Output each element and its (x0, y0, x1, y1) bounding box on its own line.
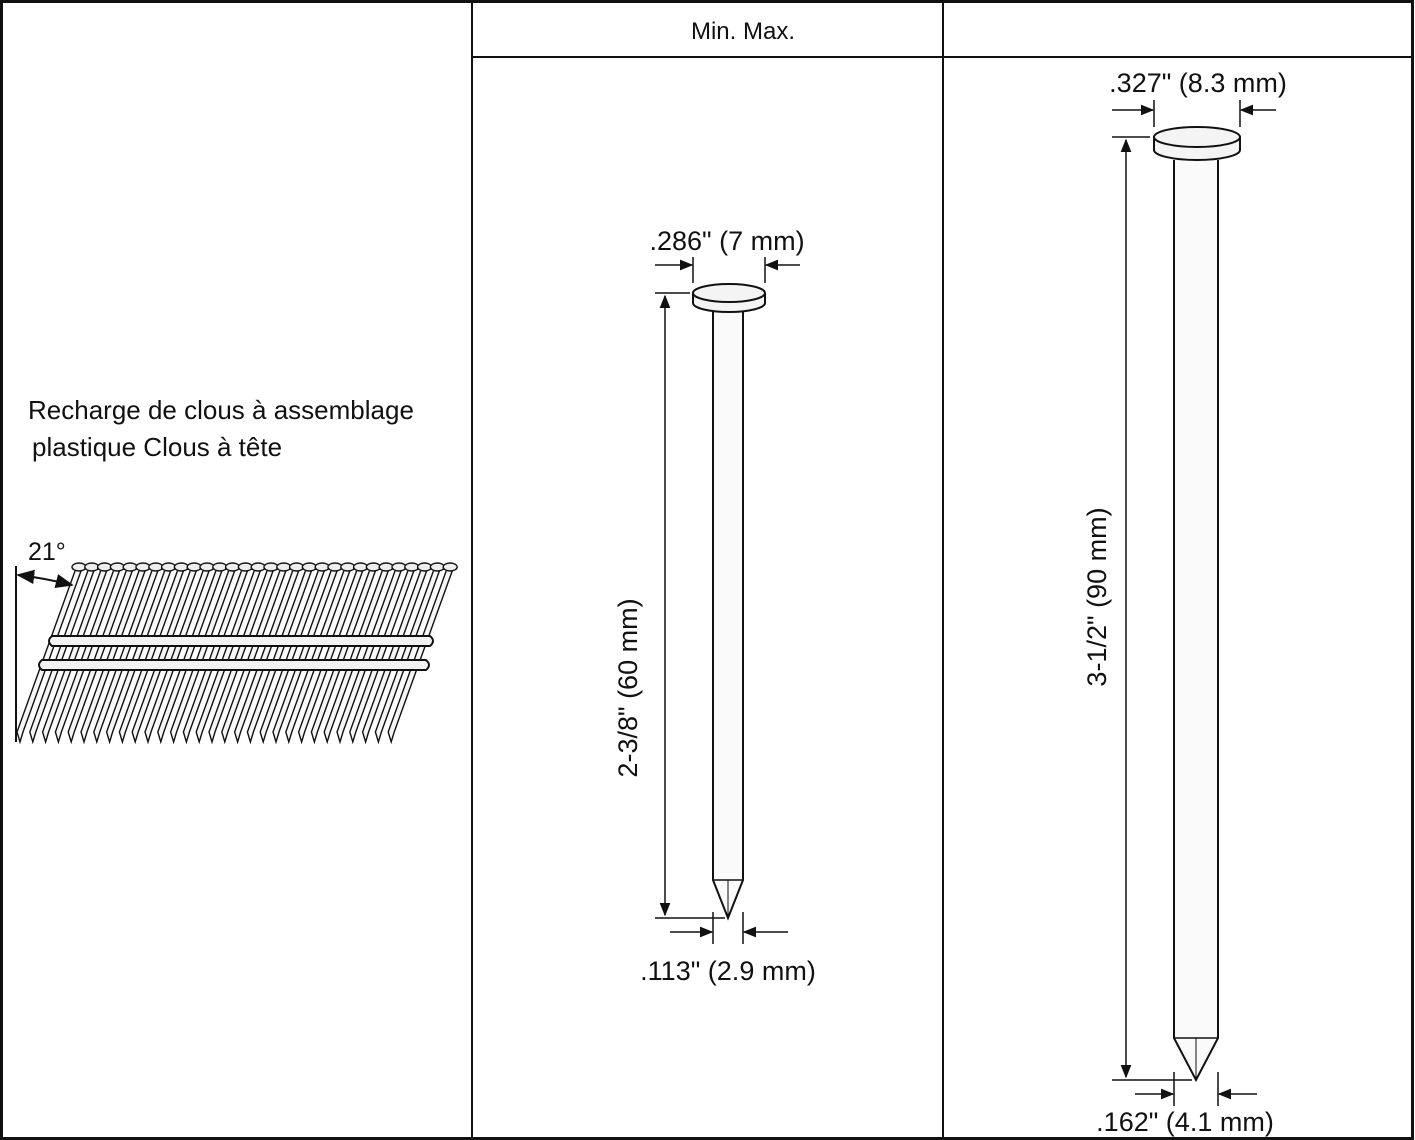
strip-nail (387, 562, 458, 745)
strip-nail (221, 562, 292, 745)
strip-nail (41, 562, 113, 745)
collation-band-upper (48, 635, 434, 647)
collation-band-lower (38, 659, 430, 671)
strip-nail (297, 562, 369, 745)
strip-nail (169, 562, 241, 745)
nail-min: .286" (7 mm) 2-3/8" (60 mm) .113" (2.9 m… (613, 226, 816, 986)
strip-nail (374, 562, 446, 745)
header-min-max: Min. Max. (691, 18, 795, 45)
strip-nail (67, 562, 138, 745)
strip-nail (259, 562, 330, 745)
angle-arc (16, 569, 74, 589)
strip-label-line1: Recharge de clous à assemblage (28, 395, 414, 425)
strip-nail (182, 562, 254, 745)
nail-max-length: 3-1/2" (90 mm) (1082, 507, 1112, 686)
nail-max-head-diameter: .327" (8.3 mm) (1109, 68, 1287, 98)
strip-nail (144, 562, 215, 745)
nail-min-shank (712, 310, 744, 921)
strip-nail (285, 562, 356, 745)
nail-max-shank-diameter: .162" (4.1 mm) (1096, 1107, 1274, 1137)
nail-min-shank-diameter: .113" (2.9 mm) (640, 956, 816, 986)
strip-nail (246, 562, 318, 745)
strip-nail (233, 562, 305, 745)
strip-nail (105, 562, 177, 745)
strip-nail (93, 562, 164, 745)
strip-nail (336, 562, 407, 745)
nail-max-shank (1173, 160, 1219, 1083)
nail-strip-illustration: 21° (15, 538, 458, 745)
strip-nail (54, 562, 126, 745)
strip-label-line2: plastique Clous à tête (32, 432, 282, 462)
strip-nails (16, 562, 458, 745)
nail-min-length: 2-3/8" (60 mm) (613, 598, 643, 777)
nail-max: .327" (8.3 mm) 3-1/2" (90 mm) .162" (4.1… (1082, 68, 1287, 1137)
strip-angle-label: 21° (28, 538, 66, 566)
strip-nail (118, 562, 190, 745)
strip-nail (323, 562, 394, 745)
strip-nail (195, 562, 266, 745)
nail-min-head-diameter: .286" (7 mm) (649, 226, 804, 256)
strip-nail (157, 562, 228, 745)
